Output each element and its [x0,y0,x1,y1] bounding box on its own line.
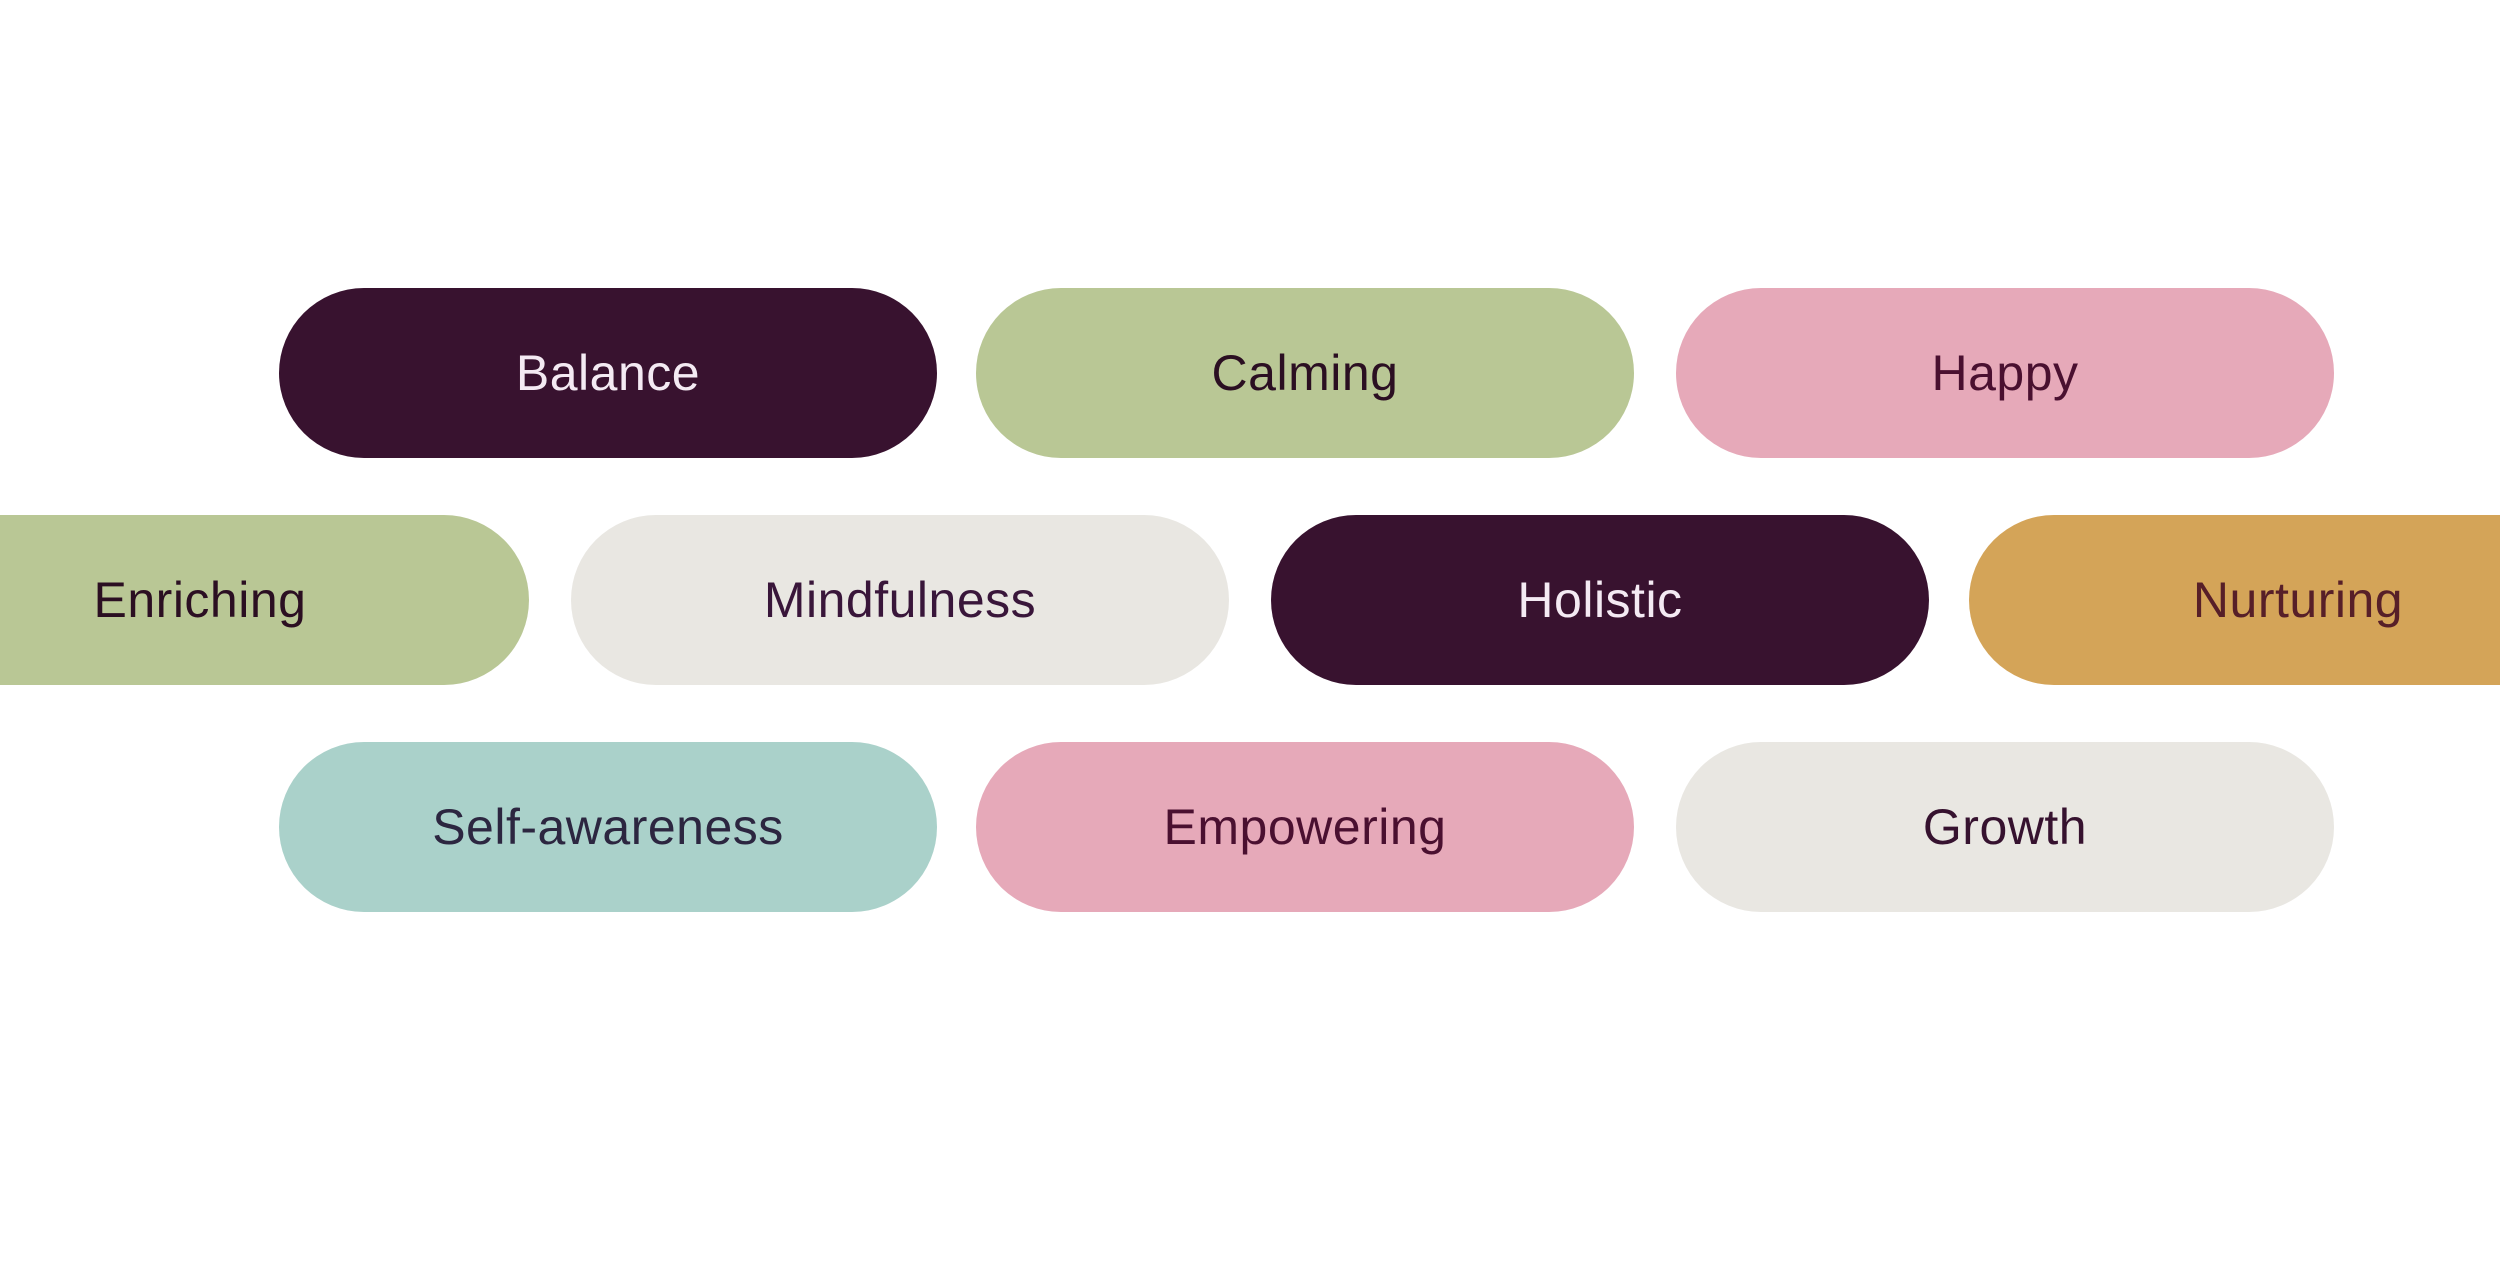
tag-label: Calming [1211,345,1399,401]
tag-label: Balance [515,345,701,401]
tag-chip-mindfulness[interactable]: Mindfulness [571,515,1229,685]
tag-chip-nurturing[interactable]: Nurturing [1969,515,2500,685]
tag-chip-self-awareness[interactable]: Self-awareness [279,742,937,912]
tag-label: Self-awareness [432,799,784,855]
tag-chip-calming[interactable]: Calming [976,288,1634,458]
tag-label: Growth [1922,799,2088,855]
tag-label: Empowering [1163,799,1447,855]
tag-label: Holistic [1517,572,1683,628]
tag-chip-holistic[interactable]: Holistic [1271,515,1929,685]
tag-chip-empowering[interactable]: Empowering [976,742,1634,912]
tag-chip-growth[interactable]: Growth [1676,742,2334,912]
tag-chip-balance[interactable]: Balance [279,288,937,458]
tag-chip-happy[interactable]: Happy [1676,288,2334,458]
tag-label: Nurturing [2192,572,2404,628]
tag-label: Mindfulness [763,572,1037,628]
tag-label: Happy [1931,345,2079,401]
tag-chip-enriching[interactable]: Enriching [0,515,529,685]
tag-label: Enriching [93,572,307,628]
